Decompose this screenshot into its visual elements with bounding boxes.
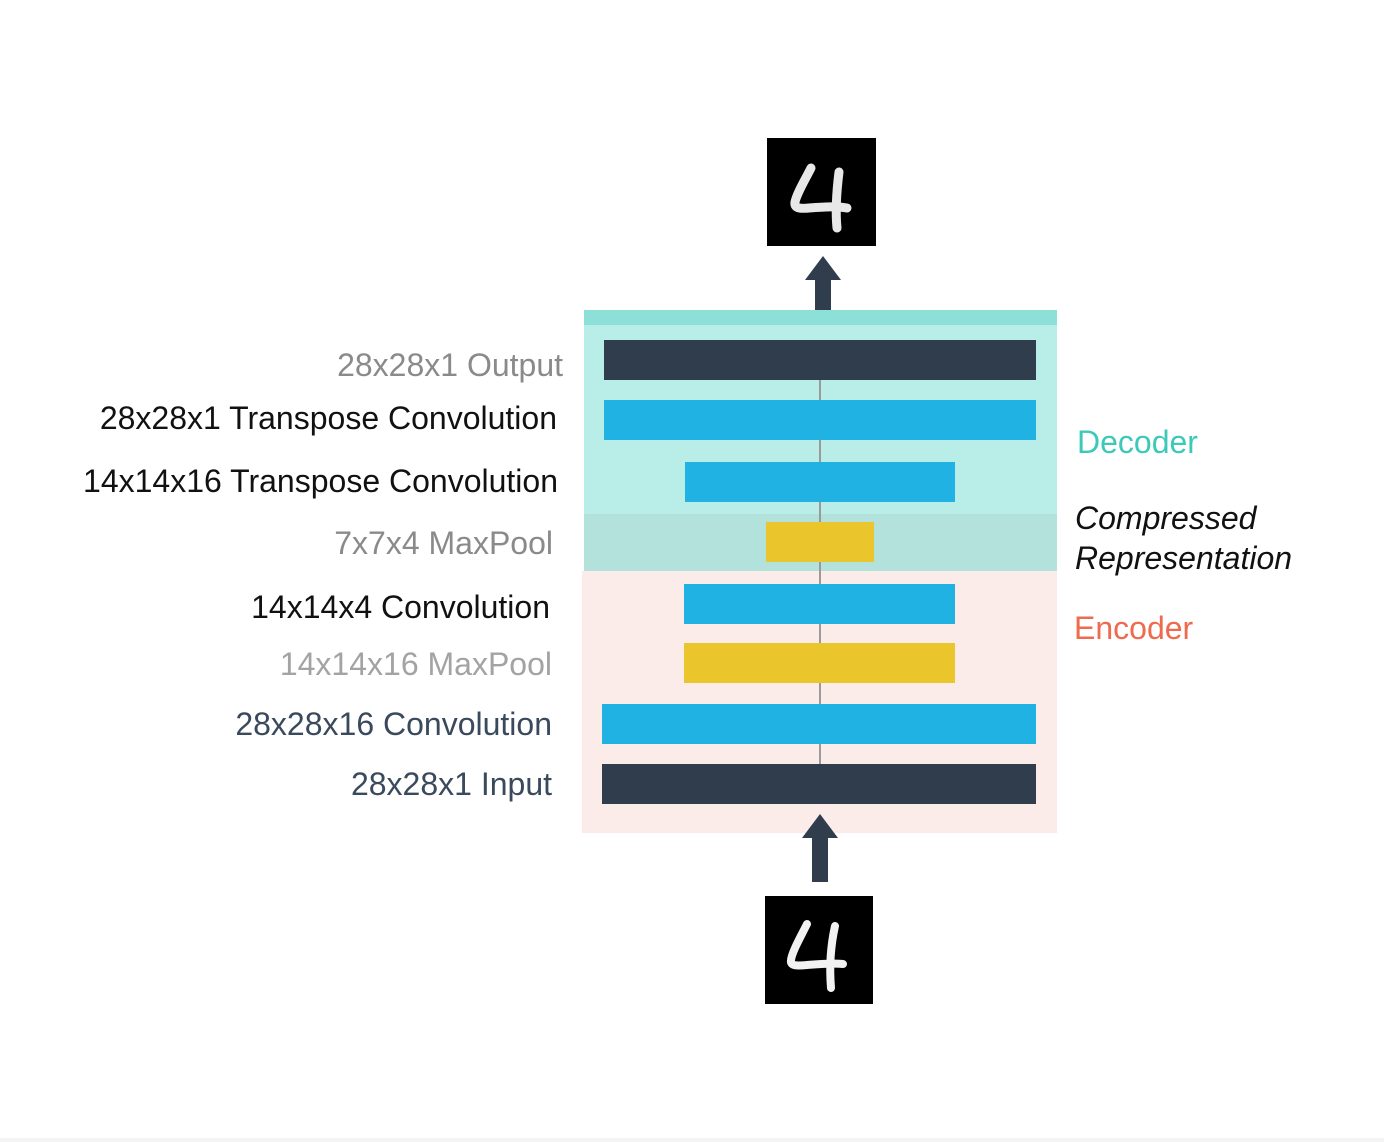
- output-layer-bar: [604, 340, 1036, 380]
- input-layer-bar: [602, 764, 1036, 804]
- output-digit-image: [767, 138, 876, 246]
- layer-label-transpose-conv-14: 14x14x16 Transpose Convolution: [83, 463, 558, 499]
- decoder-top-band: [584, 310, 1057, 325]
- transpose-conv-28-bar: [604, 400, 1036, 440]
- input-digit-glyph: [786, 920, 847, 992]
- layer-label-maxpool-14: 14x14x16 MaxPool: [279, 646, 552, 682]
- transpose-conv-14-bar: [685, 462, 955, 502]
- input-arrow-icon: [802, 814, 838, 882]
- encoder-label: Encoder: [1074, 610, 1194, 646]
- layer-label-conv-28x28x16: 28x28x16 Convolution: [235, 706, 552, 742]
- layer-label-transpose-conv-28: 28x28x1 Transpose Convolution: [99, 400, 557, 436]
- compressed-label-line2: Representation: [1075, 540, 1293, 576]
- layer-label-input: 28x28x1 Input: [350, 766, 552, 802]
- compressed-label-line1: Compressed: [1075, 500, 1257, 536]
- conv-28x28x16-bar: [602, 704, 1036, 744]
- layer-label-conv-14x14x4: 14x14x4 Convolution: [251, 589, 550, 625]
- output-digit-glyph: [790, 163, 852, 233]
- maxpool-7-bar: [766, 522, 874, 562]
- layer-label-maxpool-7: 7x7x4 MaxPool: [334, 525, 553, 561]
- layer-label-output: 28x28x1 Output: [337, 347, 563, 383]
- decoder-label: Decoder: [1077, 424, 1198, 460]
- bottom-border: [0, 1138, 1384, 1142]
- maxpool-14-bar: [684, 643, 955, 683]
- input-digit-image: [765, 896, 873, 1004]
- output-arrow-icon: [805, 256, 841, 324]
- conv-14x14x4-bar: [684, 584, 955, 624]
- center-connector-line: [819, 380, 821, 765]
